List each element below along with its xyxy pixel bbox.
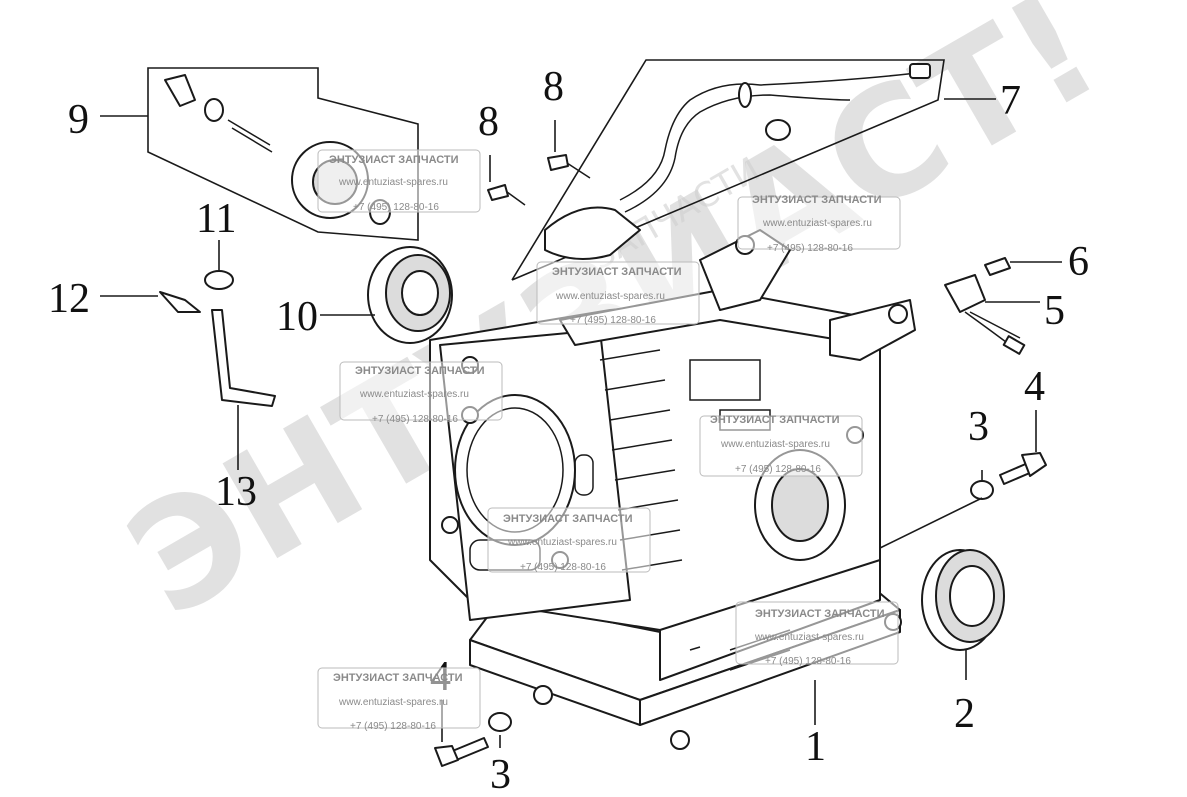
svg-text:+7 (495) 128-80-16: +7 (495) 128-80-16	[767, 243, 853, 254]
breather-tube	[511, 59, 945, 281]
callout-1: 1	[805, 724, 826, 770]
svg-text:ЭНТУЗИАСТ ЗАПЧАСТИ: ЭНТУЗИАСТ ЗАПЧАСТИ	[552, 266, 682, 278]
svg-text:+7 (495) 128-80-16: +7 (495) 128-80-16	[520, 562, 606, 573]
oil-seal	[921, 549, 1005, 651]
washer-top	[204, 270, 234, 290]
svg-text:www.entuziast-spares.ru: www.entuziast-spares.ru	[359, 389, 469, 400]
callout-8-right: 8	[543, 64, 564, 110]
callout-11: 11	[196, 196, 236, 242]
svg-text:www.entuziast-spares.ru: www.entuziast-spares.ru	[338, 697, 448, 708]
watermark-stamp: ЭНТУЗИАСТ ЗАПЧАСТИ www.entuziast-spares.…	[317, 149, 481, 213]
callout-4-right: 4	[1024, 364, 1045, 410]
svg-text:www.entuziast-spares.ru: www.entuziast-spares.ru	[762, 218, 872, 229]
svg-text:www.entuziast-spares.ru: www.entuziast-spares.ru	[338, 177, 448, 188]
callout-5: 5	[1044, 288, 1065, 334]
svg-text:+7 (495) 128-80-16: +7 (495) 128-80-16	[350, 721, 436, 732]
callout-9: 9	[68, 97, 89, 143]
svg-text:ЭНТУЗИАСТ ЗАПЧАСТИ: ЭНТУЗИАСТ ЗАПЧАСТИ	[355, 365, 485, 377]
svg-text:ЭНТУЗИАСТ ЗАПЧАСТИ: ЭНТУЗИАСТ ЗАПЧАСТИ	[503, 513, 633, 525]
svg-text:ЭНТУЗИАСТ ЗАПЧАСТИ: ЭНТУЗИАСТ ЗАПЧАСТИ	[329, 154, 459, 166]
watermark-stamp: ЭНТУЗИАСТ ЗАПЧАСТИ www.entuziast-spares.…	[737, 194, 901, 254]
governor-arm	[211, 309, 276, 407]
washer-bottom	[488, 712, 512, 732]
watermark-stamp: ЭНТУЗИАСТ ЗАПЧАСТИ www.entuziast-spares.…	[735, 601, 899, 667]
svg-text:ЭНТУЗИАСТ ЗАПЧАСТИ: ЭНТУЗИАСТ ЗАПЧАСТИ	[755, 608, 885, 620]
watermark-stamp: ЭНТУЗИАСТ ЗАПЧАСТИ www.entuziast-spares.…	[317, 667, 481, 732]
callout-8-left: 8	[478, 99, 499, 145]
svg-text:ЭНТУЗИАСТ ЗАПЧАСТИ: ЭНТУЗИАСТ ЗАПЧАСТИ	[333, 672, 463, 684]
svg-text:+7 (495) 128-80-16: +7 (495) 128-80-16	[372, 414, 458, 425]
watermark-stamp: ЭНТУЗИАСТ ЗАПЧАСТИ www.entuziast-spares.…	[487, 507, 651, 573]
svg-text:ЭНТУЗИАСТ ЗАПЧАСТИ: ЭНТУЗИАСТ ЗАПЧАСТИ	[710, 414, 840, 426]
callout-2: 2	[954, 691, 975, 737]
bearing	[367, 246, 453, 344]
callout-3-bottom: 3	[490, 752, 511, 797]
watermark-stamp: ЭНТУЗИАСТ ЗАПЧАСТИ www.entuziast-spares.…	[339, 361, 503, 425]
svg-text:+7 (495) 128-80-16: +7 (495) 128-80-16	[570, 315, 656, 326]
svg-text:+7 (495) 128-80-16: +7 (495) 128-80-16	[353, 202, 439, 213]
callout-10: 10	[276, 294, 318, 340]
svg-text:+7 (495) 128-80-16: +7 (495) 128-80-16	[735, 464, 821, 475]
sensor-bolt	[984, 257, 1011, 276]
leader-lines	[100, 98, 1062, 748]
svg-text:www.entuziast-spares.ru: www.entuziast-spares.ru	[507, 537, 617, 548]
tube-bolt-left	[487, 184, 526, 206]
callout-12: 12	[48, 276, 90, 322]
svg-text:+7 (495) 128-80-16: +7 (495) 128-80-16	[765, 656, 851, 667]
callout-7: 7	[1000, 78, 1021, 124]
svg-text:www.entuziast-spares.ru: www.entuziast-spares.ru	[754, 632, 864, 643]
watermark-stamp: ЭНТУЗИАСТ ЗАПЧАСТИ www.entuziast-spares.…	[699, 414, 863, 477]
washer-right	[970, 480, 994, 500]
tube-bolt-right	[547, 154, 591, 179]
svg-text:ЭНТУЗИАСТ ЗАПЧАСТИ: ЭНТУЗИАСТ ЗАПЧАСТИ	[752, 194, 882, 206]
bolt-right	[999, 452, 1047, 485]
retaining-clip	[159, 291, 201, 313]
bolt-bottom	[434, 737, 489, 767]
callout-3-right: 3	[968, 404, 989, 450]
oil-sensor	[944, 274, 1026, 355]
svg-text:www.entuziast-spares.ru: www.entuziast-spares.ru	[720, 439, 830, 450]
svg-text:www.entuziast-spares.ru: www.entuziast-spares.ru	[555, 291, 665, 302]
watermark-stamp: ЭНТУЗИАСТ ЗАПЧАСТИ www.entuziast-spares.…	[536, 261, 700, 326]
callout-13: 13	[215, 469, 257, 515]
callout-6: 6	[1068, 239, 1089, 285]
